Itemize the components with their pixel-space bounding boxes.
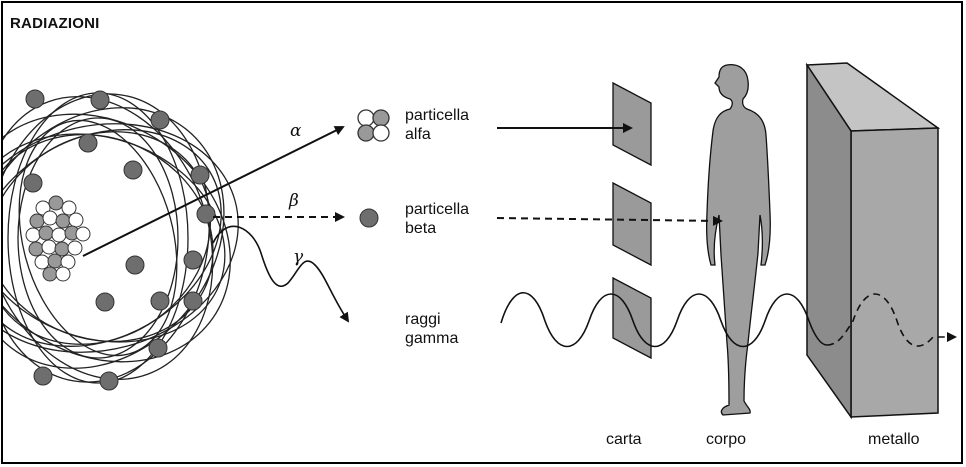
gamma-label: raggi gamma bbox=[405, 310, 458, 348]
alpha-particle-icon bbox=[357, 109, 390, 142]
alpha-emission-arrow bbox=[82, 126, 345, 257]
nucleus bbox=[25, 195, 91, 282]
metal-side-face bbox=[806, 62, 852, 420]
gamma-emission-wave bbox=[212, 225, 350, 323]
gamma-path-wave-dashed bbox=[826, 293, 957, 347]
alpha-label-line1: particella bbox=[405, 107, 470, 124]
gamma-label-line2: gamma bbox=[405, 330, 459, 347]
body-label: corpo bbox=[706, 431, 747, 448]
electron-orbits bbox=[3, 92, 239, 384]
beta-label-line1: particella bbox=[405, 201, 470, 218]
alpha-label-line2: alfa bbox=[405, 126, 431, 143]
radiation-diagram bbox=[3, 62, 957, 420]
human-body-silhouette bbox=[705, 63, 771, 416]
metal-block bbox=[805, 62, 941, 420]
beta-path-arrow bbox=[496, 215, 723, 226]
beta-symbol: β bbox=[289, 191, 299, 211]
gamma-path-wave-solid bbox=[500, 292, 828, 348]
beta-label: particella beta bbox=[405, 200, 469, 238]
gamma-label-line1: raggi bbox=[405, 311, 441, 328]
beta-particle-icon bbox=[359, 208, 379, 228]
alpha-label: particella alfa bbox=[405, 106, 469, 144]
diagram-title: RADIAZIONI bbox=[10, 15, 100, 32]
atom bbox=[3, 89, 239, 391]
paper-label: carta bbox=[606, 431, 642, 448]
metal-label: metallo bbox=[868, 431, 920, 448]
metal-front-face bbox=[850, 127, 939, 418]
beta-label-line2: beta bbox=[405, 220, 437, 237]
electrons bbox=[23, 89, 216, 391]
gamma-symbol: γ bbox=[293, 247, 304, 267]
alpha-symbol: α bbox=[290, 121, 302, 141]
